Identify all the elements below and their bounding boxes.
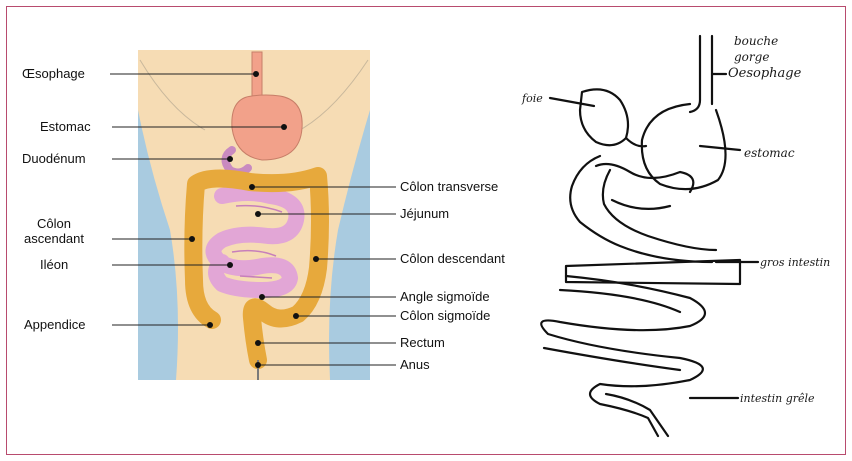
hw-label-intestin-grele: intestin grêle bbox=[740, 392, 815, 405]
hw-label-gorge: gorge bbox=[734, 50, 769, 64]
hw-label-foie: foie bbox=[522, 92, 543, 105]
drawn-small-intestine bbox=[541, 276, 705, 436]
hw-label-bouche: bouche bbox=[734, 34, 778, 48]
drawn-oesophagus bbox=[690, 36, 712, 112]
drawn-small-intestine-inner bbox=[544, 290, 680, 436]
hw-label-gros-intestin: gros intestin bbox=[760, 256, 830, 269]
drawn-band bbox=[566, 260, 740, 284]
hw-label-oesophage: Oesophage bbox=[728, 66, 801, 81]
hw-label-estomac: estomac bbox=[744, 146, 795, 160]
drawn-liver bbox=[580, 89, 628, 145]
